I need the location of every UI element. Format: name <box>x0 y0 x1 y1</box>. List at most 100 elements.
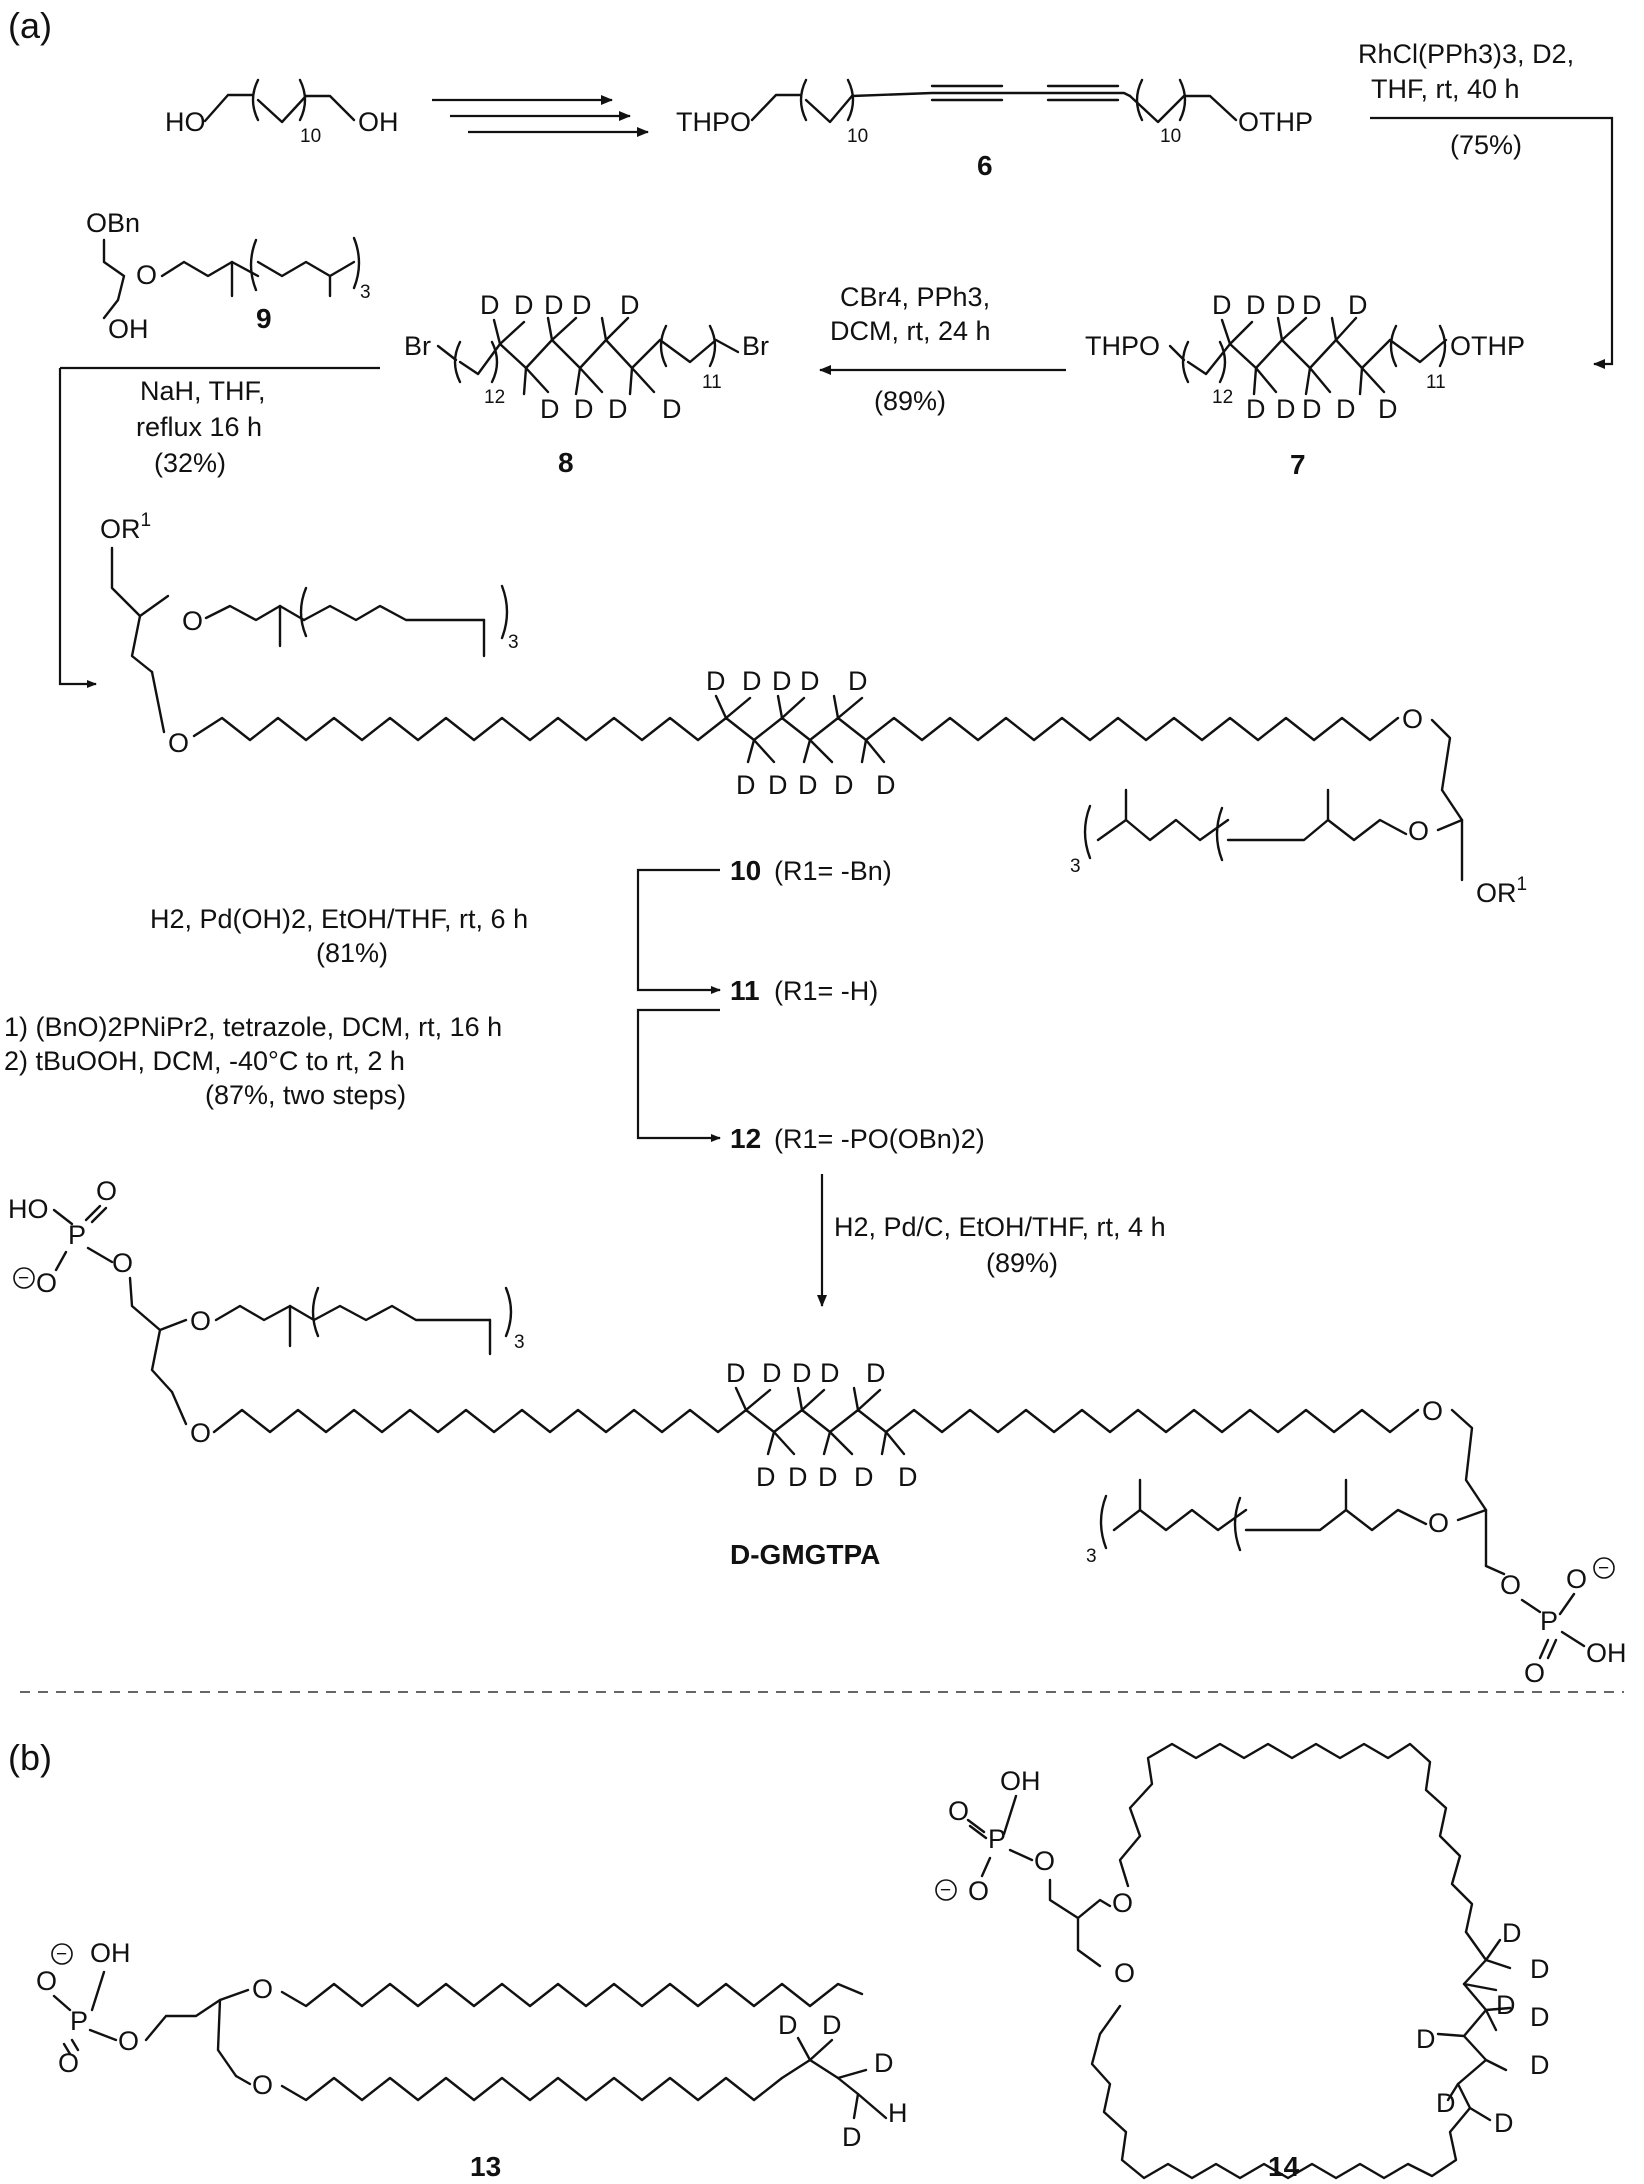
dgmgtpa-ho-top: HO <box>8 1194 49 1224</box>
compound-13-label: 13 <box>470 2151 501 2182</box>
dgmgtpa-o-1: O <box>190 1306 211 1336</box>
intermediate-10-12-structure: OR1 O 3 O O O 3 OR1 D D D D <box>100 510 1527 908</box>
intermediate-d-label: D <box>742 666 762 696</box>
c14-ring-bottom <box>1090 2004 1472 2180</box>
step3-reagents-line1: NaH, THF, <box>140 376 266 406</box>
arrow-6-to-7 <box>1370 116 1614 369</box>
c8-br-right: Br <box>742 331 769 361</box>
compound-9-label: 9 <box>256 303 272 334</box>
step1-yield: (75%) <box>1450 130 1522 160</box>
c9-oh-label: OH <box>108 314 149 344</box>
c7-deuterium-labels: D D D D D D D D D D <box>1212 290 1398 424</box>
c8-deuterated-chain <box>498 338 662 370</box>
dgmgtpa-minus-circle-bottom <box>1593 1557 1615 1579</box>
dgmgtpa-o-4: O <box>1428 1508 1449 1538</box>
intermediate-deuterium-labels: D D D D D D D D D D <box>706 666 896 800</box>
intermediate-o-top: O <box>182 606 203 636</box>
dgmgtpa-o-5: O <box>1500 1570 1521 1600</box>
diol-oh-label: OH <box>358 107 399 137</box>
dgmgtpa-o-double-bottom: O <box>1524 1658 1545 1688</box>
c14-d-label: D <box>1436 2088 1456 2118</box>
dgmgtpa-oh-bottom: OH <box>1586 1638 1627 1668</box>
c6-diyne <box>850 91 1132 98</box>
c8-br-left: Br <box>404 331 431 361</box>
c6-subscript-right: 10 <box>1160 126 1181 147</box>
diol-repeat-bracket-right <box>298 78 307 122</box>
c8-d-label: D <box>574 394 594 424</box>
dgmgtpa-d-label: D <box>818 1462 838 1492</box>
dgmgtpa-o-top2: O <box>112 1248 133 1278</box>
c8-d-label: D <box>514 290 534 320</box>
c13-o-1: O <box>252 1974 273 2004</box>
compound-14-structure: OH O P O O − O O D D D D D D D D 14 <box>935 1742 1550 2182</box>
c8-d-label: D <box>540 394 560 424</box>
c7-d-label: D <box>1302 290 1322 320</box>
c7-d-label: D <box>1276 394 1296 424</box>
dgmgtpa-subscript-3-top: 3 <box>514 1332 525 1353</box>
diol-chain-end <box>304 94 356 122</box>
arrow-11-to-12 <box>636 1008 721 1142</box>
c13-oh: OH <box>90 1938 131 1968</box>
compound-10-label: 10 <box>730 855 761 886</box>
compound-14-label: 14 <box>1268 2151 1300 2182</box>
c6-left-chain-mid <box>804 94 854 124</box>
step3: NaH, THF, reflux 16 h (32%) <box>58 366 380 688</box>
c13-o-double: O <box>58 2048 79 2078</box>
starting-diol: HO 10 OH <box>165 78 399 147</box>
step2-reagents-line2: DCM, rt, 24 h <box>830 316 991 346</box>
intermediate-d-label: D <box>706 666 726 696</box>
c8-d-label: D <box>620 290 640 320</box>
step6: H2, Pd/C, EtOH/THF, rt, 4 h (89%) <box>817 1174 1166 1307</box>
c14-d-label: D <box>1496 1990 1516 2020</box>
panel-label-a: (a) <box>8 5 52 46</box>
step5-yield: (87%, two steps) <box>205 1080 406 1110</box>
c6-bracket-r1 <box>1135 78 1144 122</box>
diol-chain <box>203 93 254 123</box>
c14-o-minus: O <box>968 1876 989 1906</box>
dgmgtpa-minus-circle-top <box>13 1267 35 1289</box>
c8-d-label: D <box>662 394 682 424</box>
diol-ho-label: HO <box>165 107 206 137</box>
intermediate-d-label: D <box>848 666 868 696</box>
intermediate-d-label: D <box>736 770 756 800</box>
c6-right-chain <box>1128 94 1186 124</box>
step2-reagents-line1: CBr4, PPh3, <box>840 282 990 312</box>
dgmgtpa-d-label: D <box>756 1462 776 1492</box>
c13-d-label: D <box>874 2048 894 2078</box>
c13-chain-bottom <box>280 2058 860 2102</box>
dgmgtpa-p-bottom: P <box>1540 1606 1558 1636</box>
step6-yield: (89%) <box>986 1248 1058 1278</box>
c13-o-2: O <box>252 2070 273 2100</box>
intermediate-or1-top: OR1 <box>100 510 151 544</box>
intermediate-long-chain-left <box>192 716 868 742</box>
c14-minus: − <box>940 1880 951 1901</box>
c6-bracket-l2 <box>846 78 855 122</box>
intermediate-o-mid: O <box>168 728 189 758</box>
c7-othp-label: OTHP <box>1450 331 1525 361</box>
c14-d-label: D <box>1530 2002 1550 2032</box>
c6-right-end <box>1182 94 1238 122</box>
c7-d-label: D <box>1212 290 1232 320</box>
c14-ring-top <box>1118 1742 1474 1934</box>
c9-obn-label: OBn <box>86 208 140 238</box>
c7-d-label: D <box>1246 394 1266 424</box>
c7-d-label: D <box>1276 290 1296 320</box>
intermediate-d-label: D <box>798 770 818 800</box>
compound-6-label: 6 <box>977 150 993 181</box>
c13-o-ester: O <box>118 2026 139 2056</box>
c7-subscript-12: 12 <box>1212 387 1233 408</box>
dgmgtpa-o-minus-bottom: O <box>1566 1564 1587 1594</box>
dgmgtpa-subscript-3-bottom: 3 <box>1086 1546 1097 1567</box>
c6-othp-label: OTHP <box>1238 107 1313 137</box>
c7-thpo-label: THPO <box>1085 331 1160 361</box>
intermediate-or1-bottom: OR1 <box>1476 874 1527 908</box>
c7-d-label: D <box>1302 394 1322 424</box>
dgmgtpa-o-3: O <box>1422 1396 1443 1426</box>
step3-yield: (32%) <box>154 448 226 478</box>
dgmgtpa-minus-bottom: − <box>1598 1558 1609 1579</box>
arrow-10-to-11 <box>636 868 721 994</box>
intermediate-o-right: O <box>1402 704 1423 734</box>
c13-minus-circle <box>51 1943 73 1965</box>
compound-7-structure: THPO 12 11 OTHP D D D D D D D D D D 7 <box>1085 290 1525 480</box>
